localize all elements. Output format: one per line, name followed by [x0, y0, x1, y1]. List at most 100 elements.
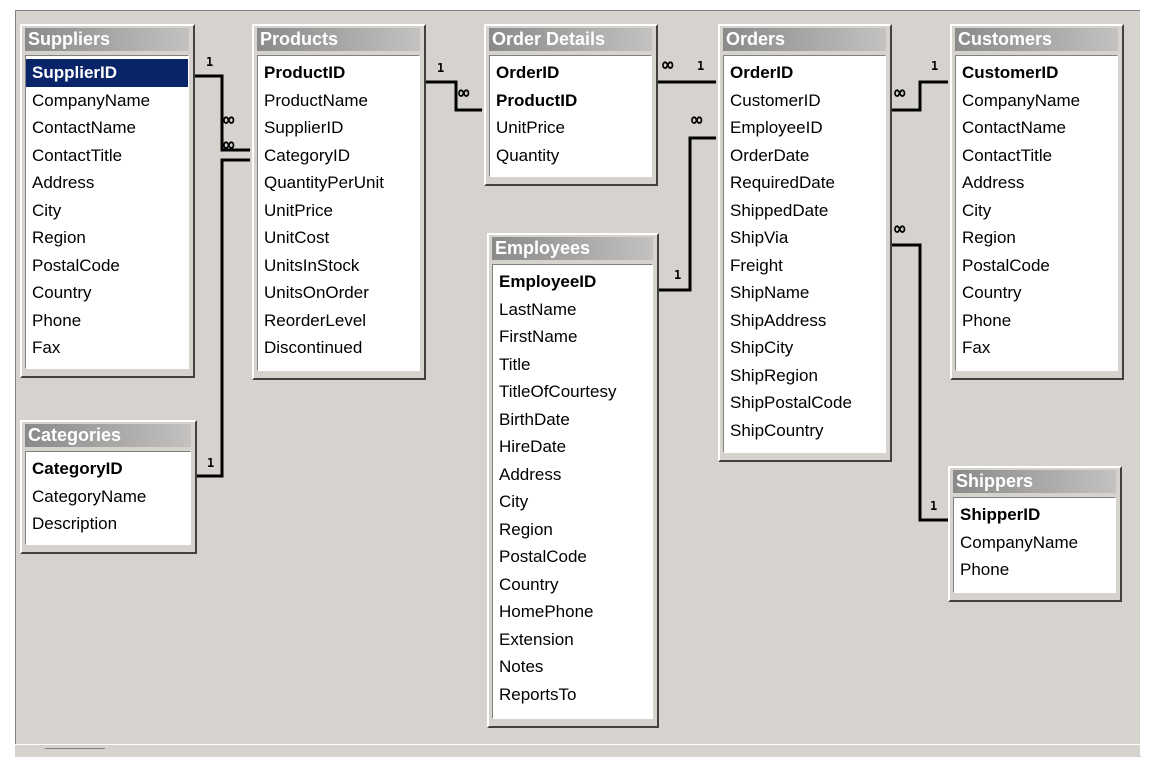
field-item[interactable]: UnitCost: [264, 228, 330, 247]
field-item[interactable]: Country: [962, 283, 1022, 302]
scrollbar-grip[interactable]: [45, 748, 105, 755]
field-item[interactable]: ShipName: [730, 283, 810, 302]
field-item[interactable]: UnitsInStock: [264, 255, 360, 275]
field-item[interactable]: ProductName: [264, 90, 368, 110]
table-suppliers[interactable]: Suppliers SupplierID CompanyName Contact…: [20, 24, 195, 378]
field-item[interactable]: Fax: [962, 338, 991, 357]
field-item[interactable]: LastName: [499, 299, 577, 319]
field-item[interactable]: UnitPrice: [264, 200, 333, 220]
field-item[interactable]: SupplierID: [264, 118, 344, 137]
field-item[interactable]: OrderID: [496, 63, 560, 82]
horizontal-scrollbar[interactable]: [15, 744, 1141, 757]
table-products[interactable]: Products ProductID ProductName SupplierI…: [252, 24, 426, 380]
field-item[interactable]: UnitPrice: [496, 118, 565, 137]
field-item[interactable]: BirthDate: [499, 409, 570, 429]
field-item[interactable]: Fax: [32, 338, 61, 357]
table-title[interactable]: Products: [257, 28, 420, 51]
field-item[interactable]: Description: [32, 514, 118, 533]
field-item[interactable]: ProductID: [496, 90, 578, 110]
field-item[interactable]: ShipCity: [730, 338, 794, 357]
field-item[interactable]: ProductID: [264, 63, 346, 82]
field-item[interactable]: Quantity: [496, 145, 560, 165]
field-item[interactable]: CompanyName: [962, 90, 1081, 110]
field-item[interactable]: HomePhone: [499, 602, 594, 621]
field-item[interactable]: CompanyName: [32, 90, 151, 110]
cardinality-one-label: 1: [207, 456, 215, 470]
field-item[interactable]: City: [962, 200, 992, 220]
field-item[interactable]: ShipCountry: [730, 420, 824, 440]
field-item[interactable]: PostalCode: [962, 255, 1050, 275]
field-item[interactable]: EmployeeID: [499, 272, 597, 291]
field-item[interactable]: ContactTitle: [962, 145, 1053, 165]
field-item[interactable]: CustomerID: [962, 63, 1059, 82]
field-list[interactable]: CustomerID CompanyName ContactName Conta…: [955, 55, 1118, 371]
field-item[interactable]: Country: [499, 574, 559, 594]
field-item[interactable]: ContactName: [962, 118, 1066, 137]
field-item[interactable]: City: [499, 492, 529, 511]
table-title[interactable]: Shippers: [953, 470, 1116, 493]
field-item[interactable]: OrderDate: [730, 145, 810, 165]
table-title[interactable]: Orders: [723, 28, 886, 51]
field-item[interactable]: CompanyName: [960, 532, 1079, 552]
table-categories[interactable]: Categories CategoryID CategoryName Descr…: [20, 420, 197, 554]
field-item[interactable]: OrderID: [730, 63, 794, 82]
field-item[interactable]: RequiredDate: [730, 173, 835, 192]
field-list[interactable]: ShipperID CompanyName Phone: [953, 497, 1116, 593]
field-list[interactable]: ProductID ProductName SupplierID Categor…: [257, 55, 420, 371]
field-item[interactable]: Freight: [730, 255, 783, 275]
table-order-details[interactable]: Order Details OrderID ProductID UnitPric…: [484, 24, 658, 186]
field-list[interactable]: SupplierID CompanyName ContactName Conta…: [25, 55, 189, 369]
field-item[interactable]: ShippedDate: [730, 200, 829, 220]
field-item[interactable]: Region: [32, 228, 86, 247]
field-item[interactable]: Address: [499, 464, 562, 484]
field-item[interactable]: CategoryName: [32, 486, 147, 506]
field-item[interactable]: ContactTitle: [32, 145, 123, 165]
field-item[interactable]: CustomerID: [730, 90, 821, 110]
field-item[interactable]: Region: [499, 519, 553, 539]
field-item[interactable]: EmployeeID: [730, 118, 823, 137]
field-item[interactable]: FirstName: [499, 327, 578, 346]
field-list[interactable]: OrderID CustomerID EmployeeID OrderDate …: [723, 55, 886, 453]
field-item[interactable]: Phone: [962, 310, 1012, 330]
field-list[interactable]: EmployeeID LastName FirstName Title Titl…: [492, 264, 653, 719]
field-item[interactable]: ContactName: [32, 118, 136, 137]
field-item[interactable]: Phone: [960, 560, 1010, 579]
field-item[interactable]: ShipPostalCode: [730, 393, 852, 412]
field-item[interactable]: PostalCode: [32, 255, 120, 275]
field-item[interactable]: TitleOfCourtesy: [499, 382, 617, 401]
field-item[interactable]: ShipRegion: [730, 365, 818, 385]
table-title[interactable]: Order Details: [489, 28, 652, 51]
field-item[interactable]: QuantityPerUnit: [264, 173, 384, 192]
table-customers[interactable]: Customers CustomerID CompanyName Contact…: [950, 24, 1124, 380]
field-item[interactable]: HireDate: [499, 437, 567, 456]
field-item[interactable]: ShipVia: [730, 228, 789, 247]
field-item[interactable]: Address: [962, 173, 1025, 192]
field-item[interactable]: ReorderLevel: [264, 310, 367, 330]
field-item[interactable]: Country: [32, 283, 92, 302]
field-item[interactable]: ShipAddress: [730, 310, 827, 330]
table-shippers[interactable]: Shippers ShipperID CompanyName Phone: [948, 466, 1122, 602]
field-item[interactable]: Region: [962, 228, 1016, 247]
field-item[interactable]: Notes: [499, 657, 544, 676]
field-item[interactable]: SupplierID: [26, 59, 188, 87]
field-list[interactable]: OrderID ProductID UnitPrice Quantity: [489, 55, 652, 177]
table-title[interactable]: Customers: [955, 28, 1118, 51]
table-title[interactable]: Categories: [25, 424, 191, 447]
table-employees[interactable]: Employees EmployeeID LastName FirstName …: [487, 233, 659, 728]
field-item[interactable]: City: [32, 200, 62, 220]
field-list[interactable]: CategoryID CategoryName Description: [25, 451, 191, 545]
field-item[interactable]: CategoryID: [32, 459, 123, 478]
field-item[interactable]: PostalCode: [499, 547, 587, 566]
field-item[interactable]: Address: [32, 173, 95, 192]
field-item[interactable]: Title: [499, 354, 531, 374]
field-item[interactable]: ShipperID: [960, 505, 1041, 524]
field-item[interactable]: CategoryID: [264, 145, 350, 165]
field-item[interactable]: Extension: [499, 629, 574, 649]
field-item[interactable]: UnitsOnOrder: [264, 283, 369, 302]
table-title[interactable]: Employees: [492, 237, 653, 260]
table-title[interactable]: Suppliers: [25, 28, 189, 51]
table-orders[interactable]: Orders OrderID CustomerID EmployeeID Ord…: [718, 24, 892, 462]
field-item[interactable]: Phone: [32, 310, 82, 330]
field-item[interactable]: Discontinued: [264, 338, 363, 357]
field-item[interactable]: ReportsTo: [499, 684, 577, 704]
